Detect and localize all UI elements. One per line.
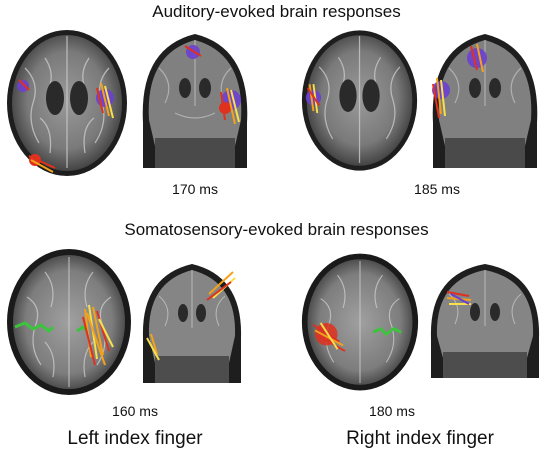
dipole-arrows <box>184 45 240 125</box>
mri-axial-auditory-170ms <box>7 30 127 176</box>
central-sulcus-trace <box>14 321 55 333</box>
mri-axial-somatosensory-180ms <box>301 253 419 391</box>
mri-coronal-auditory-170ms <box>135 28 255 168</box>
latency-label-180: 180 ms <box>369 403 415 419</box>
dipole-arrows <box>446 291 472 305</box>
latency-label-160: 160 ms <box>112 403 158 419</box>
mri-coronal-somatosensory-160ms <box>137 258 247 383</box>
mri-axial-auditory-185ms <box>301 30 418 171</box>
auditory-section-title: Auditory-evoked brain responses <box>152 2 401 21</box>
dipole-arrows <box>306 84 320 114</box>
dipole-arrows <box>146 271 236 361</box>
somatosensory-section-title: Somatosensory-evoked brain responses <box>124 220 429 239</box>
dipole-arrows <box>312 322 346 352</box>
left-index-finger-label: Left index finger <box>67 428 203 449</box>
dipole-arrows <box>18 79 114 173</box>
dipole-arrows <box>432 43 484 119</box>
mri-axial-somatosensory-160ms <box>7 249 131 395</box>
central-sulcus-trace <box>372 326 402 337</box>
latency-label-185: 185 ms <box>414 181 460 197</box>
mri-coronal-somatosensory-180ms <box>425 258 545 378</box>
latency-label-170: 170 ms <box>172 181 218 197</box>
dipole-arrows <box>82 304 114 366</box>
right-index-finger-label: Right index finger <box>346 428 494 449</box>
mri-coronal-auditory-185ms <box>425 28 545 168</box>
